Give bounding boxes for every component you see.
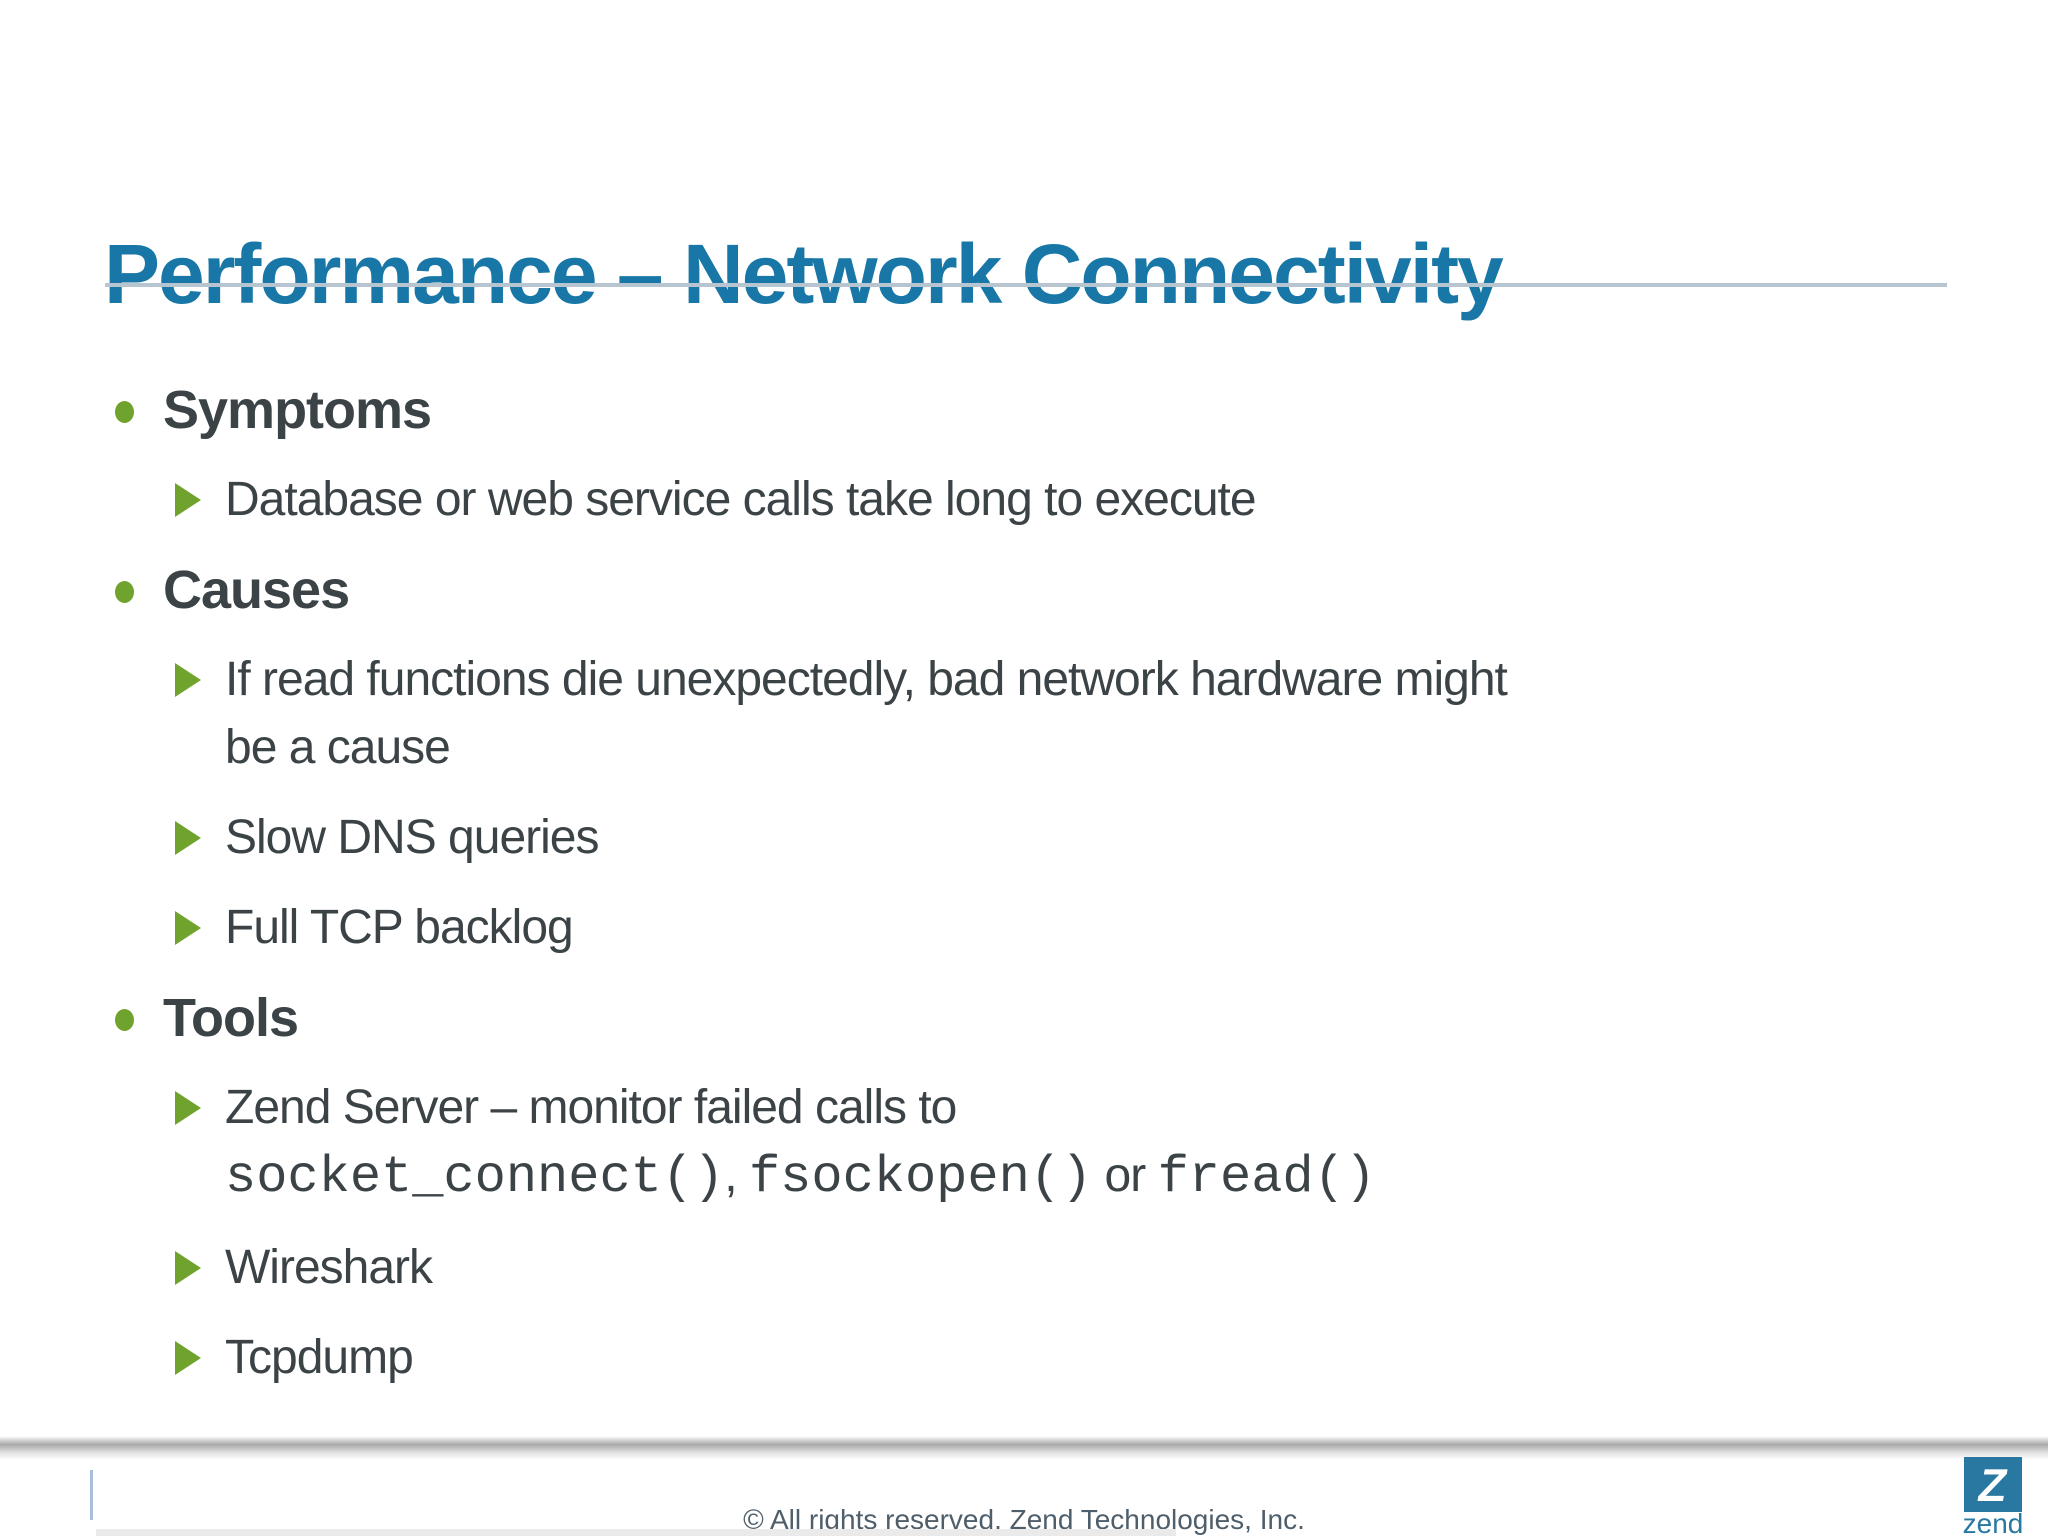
dot-bullet-icon (115, 581, 134, 603)
bullet-list: Symptoms Database or web service calls t… (105, 376, 1920, 1414)
bullet-text: Symptoms (163, 380, 432, 440)
bullet-text-line1: If read functions die unexpectedly, bad … (225, 653, 1508, 706)
triangle-right-icon (175, 483, 201, 517)
code-socket-connect: socket_connect() (225, 1148, 725, 1207)
dot-bullet-icon (115, 1009, 134, 1031)
bullet-item-tcp-backlog: Full TCP backlog (105, 894, 1920, 962)
triangle-right-icon (175, 1341, 201, 1375)
bullet-text: Database or web service calls take long … (225, 473, 1257, 526)
bullet-item-wireshark: Wireshark (105, 1234, 1920, 1302)
zend-wordmark: zend (1962, 1508, 2024, 1536)
footer-divider (0, 1436, 2048, 1460)
dot-bullet-icon (115, 401, 134, 423)
bullet-item-slow-dns: Slow DNS queries (105, 804, 1920, 872)
triangle-right-icon (175, 911, 201, 945)
triangle-right-icon (175, 1251, 201, 1285)
triangle-right-icon (175, 1091, 201, 1125)
triangle-right-icon (175, 663, 201, 697)
bullet-text: Tcpdump (225, 1331, 414, 1384)
bullet-text: Slow DNS queries (225, 811, 599, 864)
footer-accent-line (90, 1470, 93, 1520)
slide-title: Performance – Network Connectivity (104, 227, 1504, 322)
bullet-item-database-calls: Database or web service calls take long … (105, 466, 1920, 534)
triangle-right-icon (175, 821, 201, 855)
bullet-text-line2: socket_connect(), fsockopen() or fread() (225, 1142, 1920, 1212)
title-underline (105, 283, 1947, 287)
bullet-item-causes: Causes (105, 556, 1920, 624)
bullet-text: Full TCP backlog (225, 901, 574, 954)
bullet-item-read-functions: If read functions die unexpectedly, bad … (105, 646, 1920, 782)
bullet-text: Tools (163, 988, 299, 1048)
bullet-item-tools: Tools (105, 984, 1920, 1052)
zend-logo-letter: Z (1974, 1458, 2012, 1511)
separator-text: or (1092, 1149, 1158, 1202)
zend-logo: Z zend (1963, 1457, 2034, 1536)
bullet-item-zend-server: Zend Server – monitor failed calls to so… (105, 1074, 1920, 1212)
bullet-text: Causes (163, 560, 350, 620)
code-fread: fread() (1157, 1148, 1377, 1207)
zend-logo-icon: Z (1964, 1457, 2022, 1512)
bullet-text-line2: be a cause (225, 721, 451, 774)
bullet-item-symptoms: Symptoms (105, 376, 1920, 444)
bottom-edge-strip (96, 1529, 1176, 1536)
bullet-text-line1: Zend Server – monitor failed calls to (225, 1081, 957, 1134)
separator-text: , (724, 1149, 749, 1202)
bullet-text: Wireshark (225, 1241, 433, 1294)
code-fsockopen: fsockopen() (748, 1148, 1093, 1207)
bullet-item-tcpdump: Tcpdump (105, 1324, 1920, 1392)
